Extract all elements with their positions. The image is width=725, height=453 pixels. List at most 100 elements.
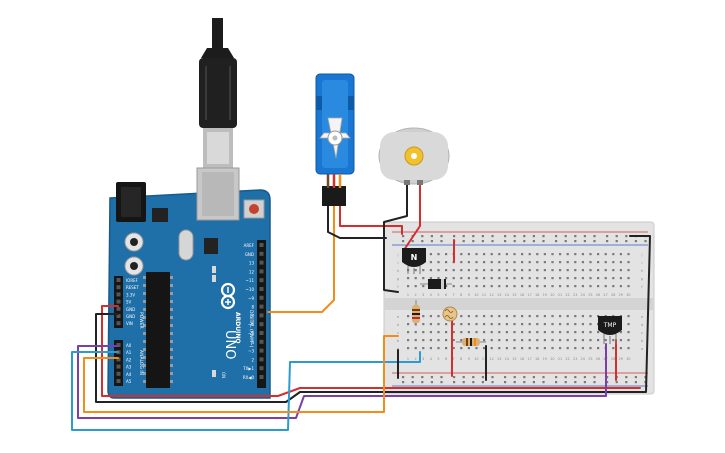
column-number: 9	[468, 357, 470, 361]
power-pin[interactable]	[116, 292, 121, 297]
wire-servo-gnd	[327, 204, 387, 239]
digital-header-label: DIGITAL (PWM~)	[248, 310, 254, 348]
digital-pin[interactable]	[259, 243, 264, 247]
row-letter: e	[397, 315, 399, 319]
wire-a0-purple	[77, 343, 607, 419]
wire-a2-orange	[83, 335, 399, 413]
row-letter: h	[641, 269, 643, 273]
digital-pin-label: 2	[251, 357, 254, 362]
column-number: 27	[603, 293, 607, 297]
column-number: 10	[474, 357, 478, 361]
digital-pin[interactable]	[259, 357, 264, 362]
digital-pin-label: ~9	[248, 296, 254, 301]
column-number: 22	[565, 357, 569, 361]
digital-pin[interactable]	[259, 313, 264, 318]
power-pin[interactable]	[116, 285, 121, 290]
column-number: 1	[407, 357, 409, 361]
power-pin-label: RESET	[126, 285, 139, 290]
analog-pin-label: A0	[126, 343, 132, 348]
tmp-temperature-sensor[interactable]: TMP	[598, 316, 622, 344]
column-number: 28	[611, 357, 615, 361]
power-pin-label: VIN	[126, 321, 133, 326]
digital-pin[interactable]	[259, 331, 264, 335]
column-number: 30	[626, 357, 630, 361]
photoresistor[interactable]	[442, 306, 458, 322]
power-pin-label: GND	[126, 307, 135, 312]
digital-pin[interactable]	[259, 322, 264, 327]
column-number: 12	[489, 357, 493, 361]
power-pin[interactable]	[116, 314, 121, 318]
column-number: 10	[474, 293, 478, 297]
wire-servo-signal	[267, 204, 335, 313]
row-letter: f	[397, 285, 399, 289]
power-pin[interactable]	[116, 299, 121, 304]
breadboard[interactable]: 1122334455667788991010111112121313141415…	[383, 221, 655, 395]
digital-pin[interactable]	[259, 295, 264, 300]
micro-servo[interactable]	[315, 73, 355, 206]
column-number: 19	[543, 357, 547, 361]
digital-pin-label: AREF	[244, 243, 255, 248]
analog-header[interactable]	[114, 340, 123, 386]
column-number: 15	[512, 357, 516, 361]
row-letter: f	[641, 285, 643, 289]
column-number: 1	[407, 293, 409, 297]
column-number: 24	[581, 293, 585, 297]
digital-pin[interactable]	[259, 278, 264, 283]
dc-motor[interactable]	[378, 127, 450, 185]
row-letter: j	[397, 253, 399, 257]
resistor[interactable]	[412, 300, 420, 326]
digital-pin[interactable]	[259, 287, 264, 291]
digital-pin[interactable]	[259, 260, 264, 265]
digital-pin[interactable]	[259, 366, 264, 371]
power-pin[interactable]	[116, 278, 121, 282]
arduino-model: UNO	[222, 330, 237, 359]
digital-pin[interactable]	[259, 251, 264, 256]
power-pin-label: 3.3V	[126, 292, 135, 297]
digital-pin[interactable]	[259, 348, 264, 353]
row-letter: i	[398, 261, 399, 265]
column-number: 30	[626, 293, 630, 297]
analog-pin[interactable]	[116, 371, 121, 376]
row-letter: e	[641, 315, 643, 319]
analog-pin[interactable]	[116, 379, 121, 383]
digital-pin-label: RX◀0	[243, 375, 255, 380]
digital-pin-label: 7	[251, 313, 254, 318]
on-led-label: ON	[221, 372, 226, 378]
digital-pin-label: ~3	[248, 349, 254, 354]
row-letter: b	[641, 339, 643, 343]
digital-pin[interactable]	[259, 375, 264, 379]
power-pin[interactable]	[116, 321, 121, 326]
digital-pin[interactable]	[259, 339, 264, 344]
column-number: 25	[588, 357, 592, 361]
column-number: 29	[619, 293, 623, 297]
column-number: 13	[497, 357, 501, 361]
digital-pin-label: ~11	[246, 278, 255, 283]
analog-pin[interactable]	[116, 364, 121, 369]
analog-pin[interactable]	[116, 343, 121, 347]
column-number: 24	[581, 357, 585, 361]
row-letter: a	[641, 347, 643, 351]
digital-pin-label: 4	[251, 340, 254, 345]
digital-pin[interactable]	[259, 269, 264, 274]
analog-header-label: ANALOG IN	[138, 350, 144, 375]
column-number: 20	[550, 357, 554, 361]
analog-pin-label: A1	[126, 350, 132, 355]
column-number: 5	[437, 357, 439, 361]
column-number: 7	[453, 293, 455, 297]
row-letter: b	[397, 339, 399, 343]
column-number: 6	[445, 357, 447, 361]
arduino-uno-board[interactable]: ARDUINO UNO DIGITAL (PWM~) POWER ANALOG …	[107, 167, 271, 399]
column-number: 2	[415, 357, 417, 361]
svg-text:N: N	[411, 253, 418, 262]
column-number: 8	[460, 357, 462, 361]
usb-cable[interactable]	[199, 18, 237, 168]
diode[interactable]	[420, 279, 452, 289]
power-pin-label: GND	[126, 314, 135, 319]
digital-pin[interactable]	[259, 304, 264, 309]
resistor[interactable]	[456, 338, 486, 346]
power-pin[interactable]	[116, 306, 121, 311]
analog-pin[interactable]	[116, 357, 121, 362]
npn-transistor[interactable]: N	[402, 248, 426, 274]
column-number: 26	[596, 357, 600, 361]
